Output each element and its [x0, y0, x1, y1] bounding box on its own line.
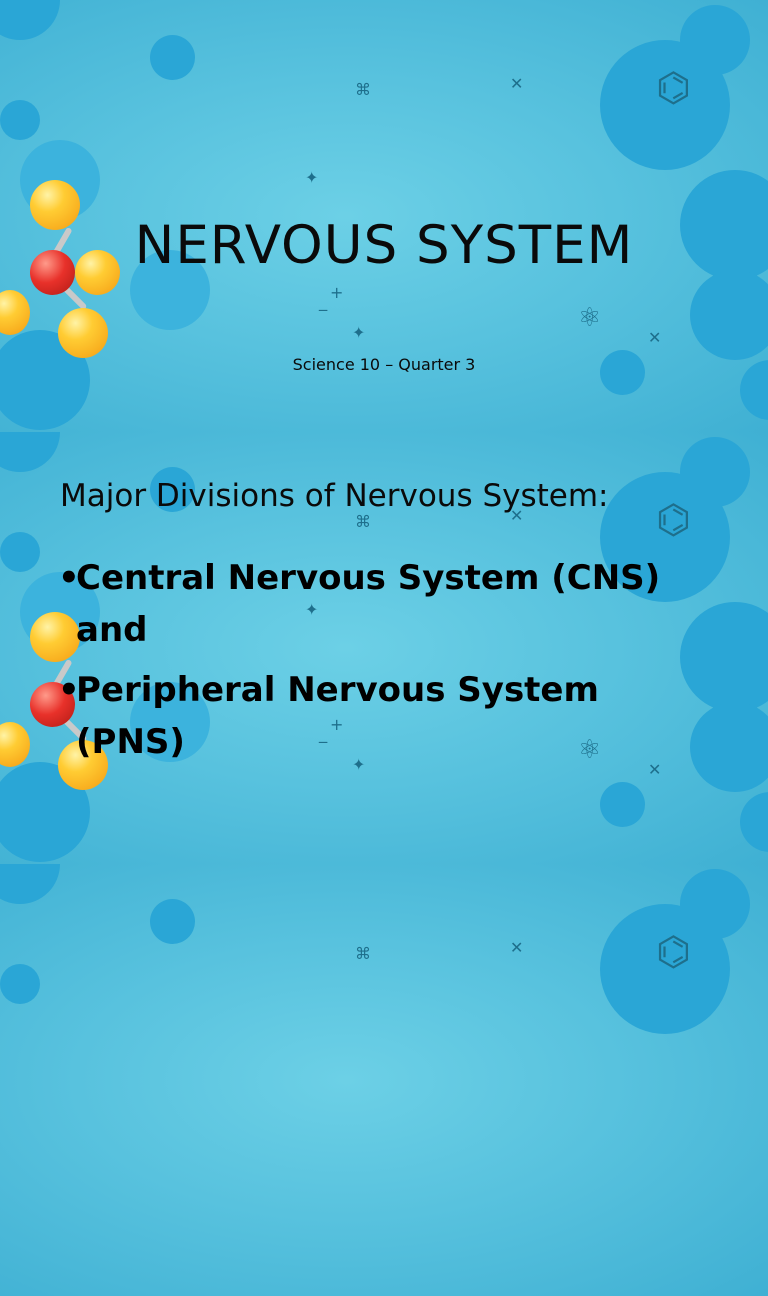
sparkle-icon: ✕ [510, 938, 524, 957]
sparkle-icon: ✕ [510, 74, 524, 93]
background-bubble [680, 5, 750, 75]
background-bubble [0, 432, 60, 472]
molecule-line-icon: ⌬ [656, 65, 691, 111]
sparkle-icon: ✦ [352, 755, 366, 774]
background-bubble [150, 35, 195, 80]
atom-icon: ⚛ [578, 303, 602, 333]
slide-title: NERVOUS SYSTEM [134, 215, 634, 276]
atom-ball [30, 682, 75, 727]
atom-icon: ⚛ [578, 735, 602, 765]
sparkle-icon: ‒ [318, 732, 329, 751]
divisions-list: •Central Nervous System (CNS) and •Perip… [58, 552, 698, 776]
background-bubble [600, 350, 645, 395]
sparkle-icon: ✦ [305, 600, 319, 619]
sparkle-icon: ✦ [305, 168, 319, 187]
molecule-line-icon: ⌬ [656, 497, 691, 543]
bullet-marker: • [58, 558, 80, 598]
atom-icon: ⌘ [355, 80, 371, 99]
background-bubble [130, 250, 210, 330]
background-bubble [0, 532, 40, 572]
molecule-illustration [0, 170, 130, 370]
sparkle-icon: + [330, 715, 344, 734]
atom-ball [58, 308, 108, 358]
background-bubble [150, 467, 195, 512]
background-bubble [0, 864, 60, 904]
background-bubble [690, 702, 768, 792]
atom-icon: ⌘ [355, 512, 371, 531]
list-item-text: Peripheral Nervous System (PNS) [76, 670, 599, 762]
background-bubble [130, 682, 210, 762]
molecule-illustration [0, 602, 130, 802]
content-slide: ⌘ ✕ ✦ + ‒ ✦ ⚛ ✕ ⌬ [0, 432, 768, 864]
background-bubble [680, 170, 768, 280]
background-bubble [690, 270, 768, 360]
list-item: •Peripheral Nervous System (PNS) [58, 664, 698, 768]
bullet-marker: • [58, 670, 80, 710]
next-slide-preview: ⌘ ✕ ⌬ [0, 864, 768, 1296]
background-bubble [0, 0, 60, 40]
sparkle-icon: ✕ [648, 328, 662, 347]
molecule-line-icon: ⌬ [656, 929, 691, 975]
sparkle-icon: ✕ [510, 506, 524, 525]
background-bubble [680, 869, 750, 939]
atom-ball [75, 250, 120, 295]
atom-ball [0, 290, 30, 335]
background-bubble [0, 100, 40, 140]
atom-icon: ⌘ [355, 944, 371, 963]
atom-ball [0, 722, 30, 767]
slide-subtitle: Science 10 – Quarter 3 [292, 355, 476, 374]
background-bubble [600, 782, 645, 827]
divisions-heading: Major Divisions of Nervous System: [60, 478, 609, 514]
background-bubble [680, 437, 750, 507]
background-bubble [0, 964, 40, 1004]
background-bubble [680, 602, 768, 712]
background-bubble [150, 899, 195, 944]
sparkle-icon: + [330, 283, 344, 302]
background-bubble [740, 792, 768, 852]
atom-ball [30, 250, 75, 295]
sparkle-icon: ✕ [648, 760, 662, 779]
title-slide: ⌘ ✕ ✦ + ‒ ✦ ⚛ ✕ ⌬ NERVOUS SYSTEM Science… [0, 0, 768, 432]
sparkle-icon: ✦ [352, 323, 366, 342]
list-item: •Central Nervous System (CNS) and [58, 552, 698, 656]
atom-ball [30, 180, 80, 230]
atom-ball [58, 740, 108, 790]
sparkle-icon: ‒ [318, 300, 329, 319]
atom-ball [30, 612, 80, 662]
list-item-text: Central Nervous System (CNS) and [76, 558, 661, 650]
